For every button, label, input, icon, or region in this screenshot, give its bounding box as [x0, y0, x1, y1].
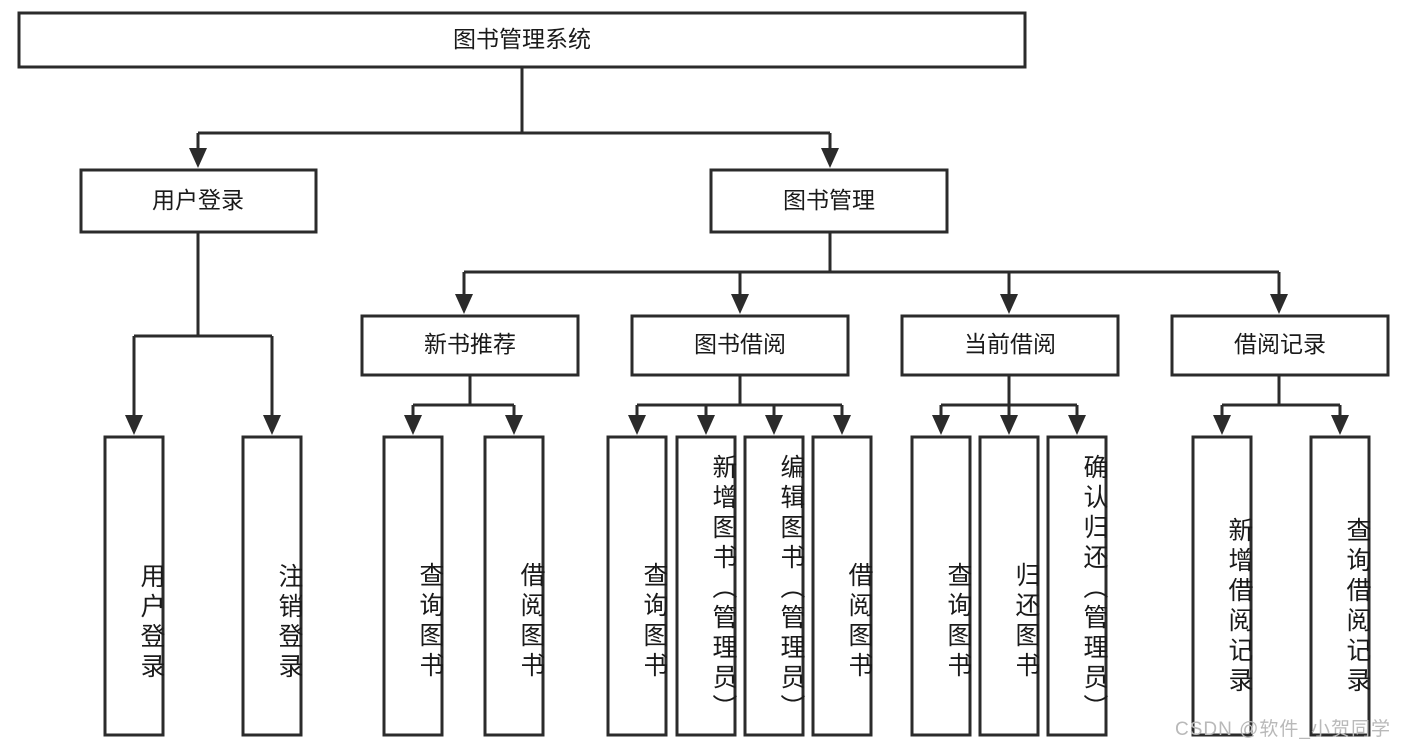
- leaf-box-edit-book-admin[interactable]: [743, 435, 805, 737]
- node-current-borrow[interactable]: 当前借阅: [900, 314, 1120, 377]
- node-root-label: 图书管理系统: [453, 26, 591, 52]
- watermark-text: CSDN @软件_小贺同学: [1175, 719, 1391, 740]
- leaf-box-borrow-book[interactable]: [811, 435, 873, 737]
- leaf-box-query-book-recommend[interactable]: [382, 435, 444, 737]
- connector-user-login-to-leaves: [125, 232, 281, 435]
- leaf-box-query-borrow-record[interactable]: [1309, 435, 1371, 737]
- node-user-login[interactable]: 用户登录: [79, 168, 318, 234]
- node-book-management[interactable]: 图书管理: [709, 168, 949, 234]
- leaf-box-add-borrow-record[interactable]: [1191, 435, 1253, 737]
- connector-new-book-to-leaves: [404, 375, 523, 435]
- node-book-borrow[interactable]: 图书借阅: [630, 314, 850, 377]
- connector-book-borrow-to-leaves: [628, 375, 851, 435]
- leaf-box-add-book-admin[interactable]: [675, 435, 737, 737]
- node-borrow-records-label: 借阅记录: [1234, 331, 1326, 357]
- connector-root-to-level2: [189, 67, 839, 168]
- node-user-login-label: 用户登录: [152, 187, 244, 213]
- leaf-box-query-book-current[interactable]: [910, 435, 972, 737]
- node-borrow-records[interactable]: 借阅记录: [1170, 314, 1390, 377]
- node-book-borrow-label: 图书借阅: [694, 331, 786, 357]
- leaf-box-borrow-book-recommend[interactable]: [483, 435, 545, 737]
- leaf-box-logout[interactable]: [241, 435, 303, 737]
- connector-borrow-records-to-leaves: [1213, 375, 1349, 435]
- connector-current-borrow-to-leaves: [932, 375, 1086, 435]
- node-root[interactable]: 图书管理系统: [17, 11, 1027, 69]
- leaf-box-confirm-return-admin[interactable]: [1046, 435, 1108, 737]
- node-new-book-recommend[interactable]: 新书推荐: [360, 314, 580, 377]
- connector-book-mgmt-to-level3: [455, 232, 1288, 314]
- node-current-borrow-label: 当前借阅: [964, 331, 1056, 357]
- node-new-book-recommend-label: 新书推荐: [424, 331, 516, 357]
- leaf-box-return-book[interactable]: [978, 435, 1040, 737]
- leaf-box-query-book-borrow[interactable]: [606, 435, 668, 737]
- leaf-box-user-login[interactable]: [103, 435, 165, 737]
- node-book-management-label: 图书管理: [783, 187, 875, 213]
